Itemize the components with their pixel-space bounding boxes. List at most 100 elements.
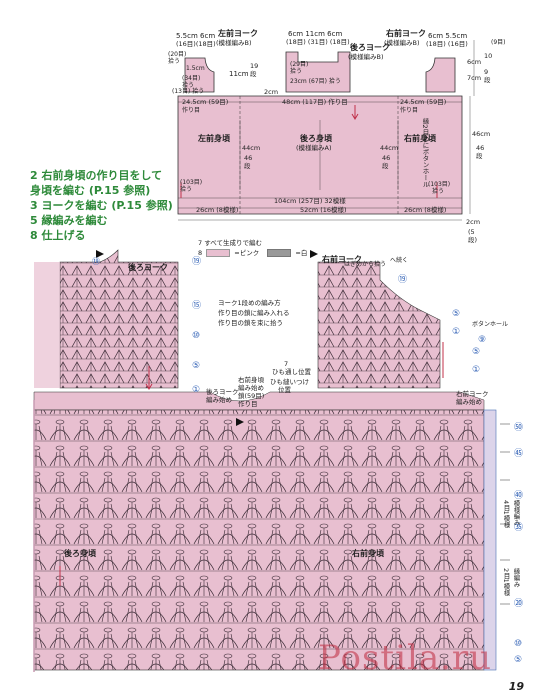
back-body-label: 後ろ身頃: [300, 133, 333, 143]
tie-pos2: 位置: [278, 385, 292, 394]
dim-20b: 拾う: [168, 57, 180, 65]
dim-34: (34目): [182, 75, 200, 82]
right-yoke-chart: [317, 261, 441, 389]
row-15: ⑮: [192, 300, 201, 311]
page-number: 19: [508, 680, 524, 693]
dim-104: 104cm (257目) 32模様: [274, 196, 346, 205]
step-8: 8 仕上げる: [30, 229, 86, 242]
dim-13: (13目) 拾う: [172, 87, 204, 95]
watermark: Postila.ru: [318, 638, 493, 678]
right-yoke-title: 右前ヨーク: [385, 28, 426, 38]
dim-46: 46: [476, 144, 484, 152]
row-10: ⑩: [192, 331, 200, 341]
legend-line2: 8 =ピンク =白: [198, 248, 307, 258]
edge-b-label: 2目1模様: [502, 568, 510, 596]
dim-9: (9目): [491, 39, 506, 46]
back-body-sub: (模様編みA): [296, 143, 332, 152]
dim-5: (5: [468, 228, 475, 236]
dim-back-top2: (18目) (31目) (18目): [286, 38, 350, 46]
yoke-note1: ヨーク1段めの編み方: [218, 299, 281, 307]
dim-2cmb: 2cm: [466, 218, 480, 226]
back-yoke-chart-label: 後ろヨーク: [128, 262, 168, 272]
dim-10: 10: [484, 52, 492, 60]
buttonhole-label: ボタンホール: [472, 320, 508, 328]
row-5: ⑤: [192, 361, 200, 371]
step-5: 5 縁編みを編む: [30, 214, 108, 227]
back-yoke-title: 後ろヨーク: [350, 42, 390, 52]
dim-6cm: 6cm: [467, 58, 481, 66]
left-yoke-sub: (模様編みB): [216, 38, 252, 47]
dim-23: 23cm (67目) 拾う: [290, 77, 341, 85]
back-yoke-sub: (模様編みB): [348, 52, 384, 61]
dim-245: 24.5cm (59目): [182, 98, 228, 106]
left-yoke-shape: [184, 57, 215, 93]
row-45: ㊺: [514, 448, 523, 459]
row-19l: ⑲: [92, 257, 100, 266]
raglan-band: [33, 391, 485, 411]
back-yoke-start2: 編み始め: [206, 395, 232, 404]
row-9r: ⑨: [478, 335, 486, 345]
row-35: ㉟: [514, 522, 523, 533]
step-2a: 2 右前身頃の作り目をして: [30, 169, 163, 182]
step-2b: 身頃を編む (P.15 参照): [30, 184, 151, 197]
pattern-a-label: 模様編み: [512, 499, 520, 527]
left-front-label: 左前身頃: [197, 133, 231, 143]
dim-19b: 段: [250, 69, 257, 78]
dim-20: (20目): [168, 51, 186, 58]
dim-46l: 46: [244, 154, 252, 162]
back-yoke-start: 後ろヨーク: [206, 387, 239, 396]
crochet-chart: [33, 249, 510, 672]
dim-dan: 段: [484, 75, 491, 84]
cast-on: 鎖(59目): [238, 391, 264, 400]
num7: 7: [284, 360, 288, 368]
dim-44r: 44cm: [380, 144, 398, 152]
dim-29: (29目): [290, 61, 308, 68]
dim-back-top: 6cm 11cm 6cm: [288, 30, 342, 38]
dim-danl: 段: [244, 161, 251, 170]
row-1r: ①: [452, 327, 460, 337]
dim-danr: 段: [382, 161, 389, 170]
row-40: ㊵: [514, 490, 523, 501]
right-body-start2: 編み始め: [238, 383, 264, 392]
row-19r: ⑲: [398, 274, 407, 285]
dim-103r: (103目): [428, 181, 450, 188]
dim-2cm: 2cm: [264, 88, 278, 96]
dim-46cm: 46cm: [472, 130, 490, 138]
right-yoke-chart-label: 右前ヨーク: [321, 254, 362, 264]
right-body-start: 右前身頃: [238, 375, 265, 384]
dim-26r: 26cm (8模様): [404, 205, 446, 214]
continue-label: へ続く: [390, 256, 408, 264]
dim-26l: 26cm (8模様): [196, 205, 238, 214]
pattern-b-label: 4目1模様: [502, 500, 510, 528]
dim-right-top2: (18目) (16目): [426, 40, 468, 48]
dim-9b: 9: [484, 68, 488, 76]
dim-52: 52cm (16模様): [300, 205, 347, 214]
legend-line1: 7 すべて生成りで編む: [198, 239, 262, 247]
dim-left-top2: (16目)(18目): [176, 40, 216, 48]
dim-dan3: 段: [476, 151, 483, 160]
pickup-label: はぎめから拾う: [344, 260, 386, 268]
dim-245b: 作り目: [182, 106, 200, 114]
legend-white: =白: [295, 249, 308, 257]
row-10b: ⑩: [514, 639, 522, 649]
back-yoke-shape: [285, 51, 351, 93]
step-3: 3 ヨークを編む (P.15 参照): [30, 199, 173, 212]
row-19: ⑲: [192, 256, 201, 267]
dim-5b: 段): [468, 235, 477, 244]
right-front-label: 右前身頃: [403, 133, 437, 143]
dim-245r: 24.5cm (59目): [400, 98, 446, 106]
instruction-steps: 2 右前身頃の作り目をして 身頃を編む (P.15 参照) 3 ヨークを編む (…: [30, 168, 173, 243]
legend-pink-swatch: [206, 249, 231, 257]
dim-245rb: 作り目: [400, 106, 418, 114]
dim-11cm: 11cm: [229, 70, 249, 78]
dim-46r: 46: [382, 154, 390, 162]
row-1r2: ①: [472, 365, 480, 375]
dim-7cm: 7cm: [467, 74, 481, 82]
right-yoke-sub: (模様編みB): [384, 38, 420, 47]
left-yoke-title: 左前ヨーク: [217, 28, 258, 38]
legend-num8: 8: [198, 249, 203, 257]
tie-pos: ひも通し位置: [272, 367, 312, 376]
right-yoke-start: 右前ヨーク: [456, 389, 489, 398]
dim-103b: 拾う: [180, 185, 192, 193]
